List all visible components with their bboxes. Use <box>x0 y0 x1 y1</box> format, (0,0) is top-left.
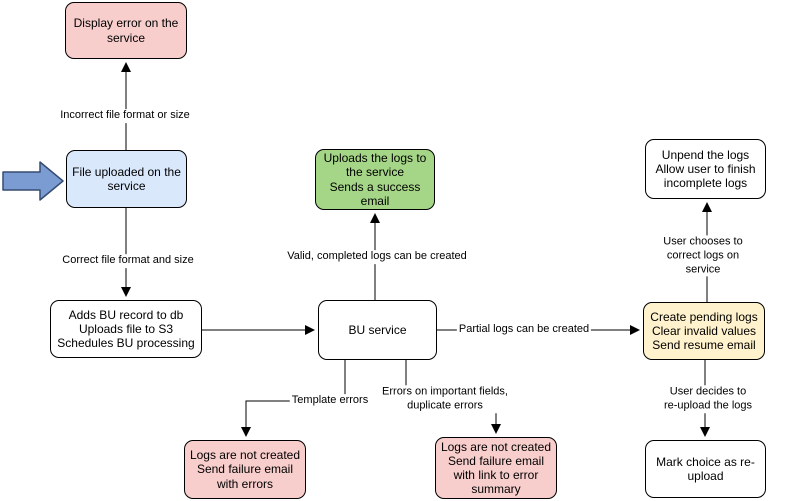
node-unpend-logs: Unpend the logs Allow user to finish inc… <box>645 139 766 199</box>
node-adds-bu-record: Adds BU record to db Uploads file to S3 … <box>50 300 202 358</box>
entry-arrow-icon <box>2 161 64 201</box>
edge-label-template-errors: Template errors <box>289 394 371 408</box>
node-logs-not-created-summary: Logs are not created Send failure email … <box>435 437 557 499</box>
edge-label-user-decides: User decides to re-upload the logs <box>661 385 755 413</box>
node-bu-service: BU service <box>318 300 437 360</box>
edge-label-correct-format: Correct file format and size <box>60 254 196 268</box>
edge-label-user-chooses: User chooses to correct logs on service <box>654 235 752 277</box>
edge-label-partial-logs: Partial logs can be created <box>456 323 592 337</box>
edge-label-valid-logs: Valid, completed logs can be created <box>285 250 469 264</box>
node-uploads-logs: Uploads the logs to the service Sends a … <box>315 149 435 210</box>
edge-label-incorrect-format: Incorrect file format or size <box>58 109 192 123</box>
node-file-uploaded: File uploaded on the service <box>66 150 187 208</box>
node-display-error: Display error on the service <box>65 2 187 59</box>
node-create-pending: Create pending logs Clear invalid values… <box>643 302 765 360</box>
node-logs-not-created-errors: Logs are not created Send failure email … <box>184 440 306 499</box>
edge-label-important-fields: Errors on important fields, duplicate er… <box>380 385 510 413</box>
node-mark-reupload: Mark choice as re- upload <box>645 440 766 498</box>
